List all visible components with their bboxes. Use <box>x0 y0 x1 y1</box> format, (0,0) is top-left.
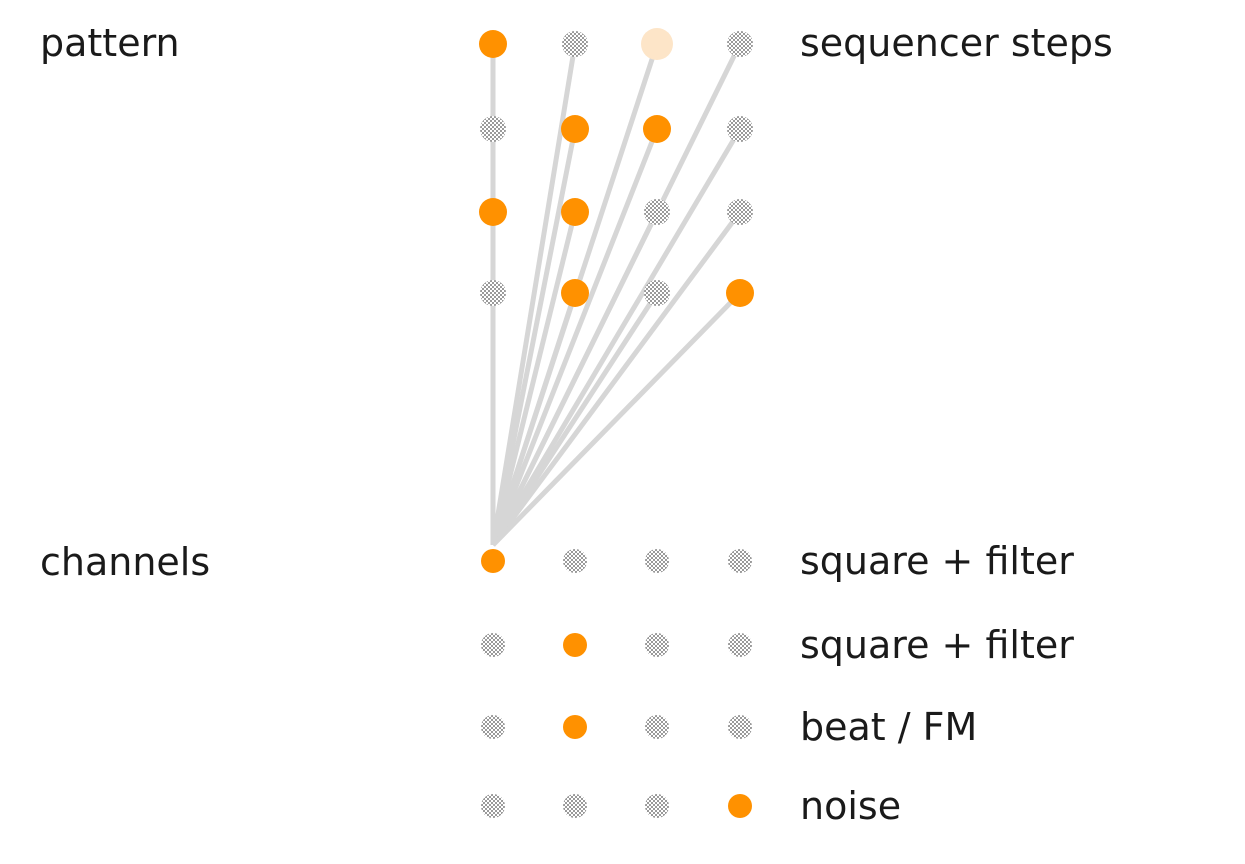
group-label-channels: channels <box>40 540 211 584</box>
group-label-pattern: pattern <box>40 21 180 65</box>
channel-slot-r2-c3[interactable] <box>645 633 669 657</box>
channel-row-label-2: square + filter <box>800 623 1074 667</box>
pattern-step-r4-c4[interactable] <box>726 279 754 307</box>
wire-r2-c2 <box>490 128 578 546</box>
pattern-step-r3-c4[interactable] <box>727 199 753 225</box>
wire-r1-c4 <box>490 42 743 547</box>
wire-r3-c3 <box>490 210 660 547</box>
pattern-step-r1-c3[interactable] <box>641 28 673 60</box>
channel-slot-r2-c1[interactable] <box>481 633 505 657</box>
pattern-step-r4-c3[interactable] <box>644 280 670 306</box>
wire-r3-c2 <box>490 211 578 546</box>
channel-slot-r4-c4[interactable] <box>728 794 752 818</box>
channel-slot-r1-c4[interactable] <box>728 549 752 573</box>
channel-slot-r3-c1[interactable] <box>481 715 505 739</box>
channel-slot-r4-c1[interactable] <box>481 794 505 818</box>
pattern-step-r2-c1[interactable] <box>480 116 506 142</box>
channel-row-label-3: beat / FM <box>800 705 978 749</box>
pattern-step-r3-c1[interactable] <box>479 198 507 226</box>
channel-slot-r3-c4[interactable] <box>728 715 752 739</box>
wire-r3-c4 <box>490 210 743 547</box>
pattern-step-r1-c2[interactable] <box>562 31 588 57</box>
group-label-sequencer-steps: sequencer steps <box>800 21 1113 65</box>
channel-slot-r1-c2[interactable] <box>563 549 587 573</box>
channel-slot-r2-c4[interactable] <box>728 633 752 657</box>
wire-r4-c4 <box>491 291 742 547</box>
pattern-step-r2-c2[interactable] <box>561 115 589 143</box>
wire-r2-c3 <box>490 128 660 546</box>
pattern-step-r3-c3[interactable] <box>644 199 670 225</box>
channel-row-label-4: noise <box>800 784 902 828</box>
channel-slot-r4-c2[interactable] <box>563 794 587 818</box>
channel-slot-r1-c1[interactable] <box>481 549 505 573</box>
pattern-step-r1-c1[interactable] <box>479 30 507 58</box>
pattern-step-r3-c2[interactable] <box>561 198 589 226</box>
pattern-step-r4-c2[interactable] <box>561 279 589 307</box>
wire-r4-c3 <box>490 291 660 547</box>
channel-slot-r3-c2[interactable] <box>563 715 587 739</box>
channel-row-label-1: square + filter <box>800 539 1074 583</box>
channel-slot-r3-c3[interactable] <box>645 715 669 739</box>
wire-r2-c4 <box>490 127 743 547</box>
pattern-step-r4-c1[interactable] <box>480 280 506 306</box>
wire-r4-c2 <box>490 292 578 546</box>
channel-slot-r2-c2[interactable] <box>563 633 587 657</box>
pattern-step-r1-c4[interactable] <box>727 31 753 57</box>
pattern-step-r2-c3[interactable] <box>643 115 671 143</box>
pattern-step-r2-c4[interactable] <box>727 116 753 142</box>
channel-slot-r1-c3[interactable] <box>645 549 669 573</box>
channel-slot-r4-c3[interactable] <box>645 794 669 818</box>
